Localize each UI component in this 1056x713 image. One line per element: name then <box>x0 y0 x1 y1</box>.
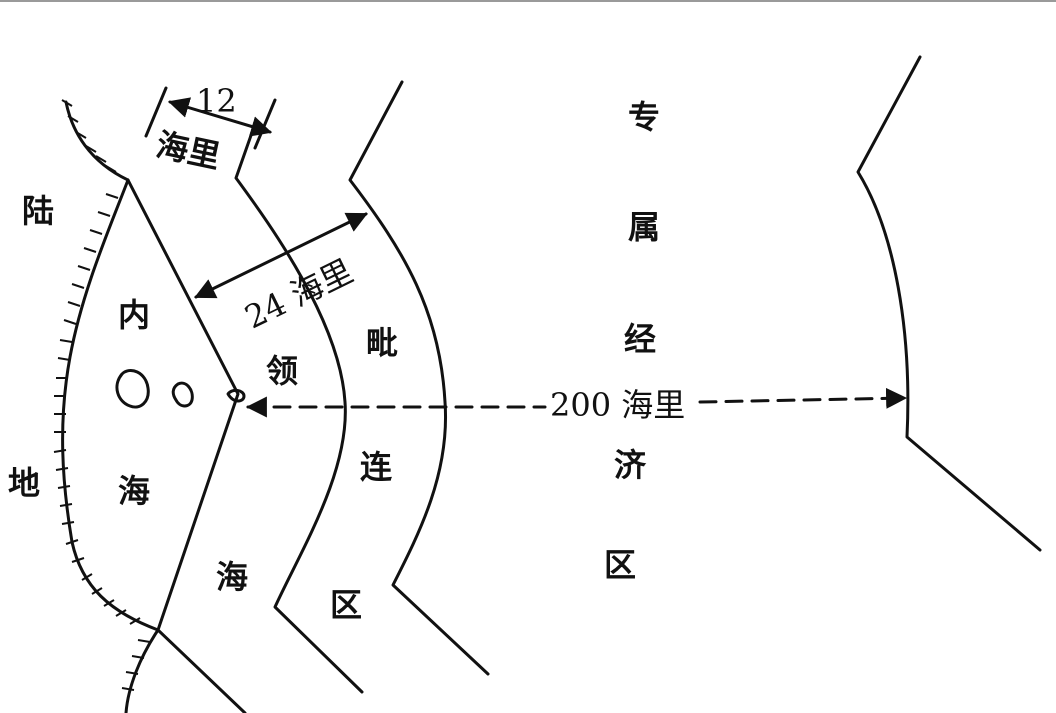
contiguous-zone-label-1: 毗 <box>366 324 398 362</box>
eez-label-5: 区 <box>604 546 636 584</box>
eez-label-1: 专 <box>628 98 660 136</box>
territorial-sea-label-1: 领 <box>266 352 298 390</box>
eez-label-3: 经 <box>624 320 656 358</box>
measure-200-label: 200 海里 <box>550 386 685 424</box>
arrow-200 <box>248 398 905 407</box>
tick-12-left <box>144 86 168 138</box>
territorial-sea-label-2: 海 <box>216 558 248 596</box>
eez-label-2: 属 <box>628 208 660 246</box>
internal-waters-label-1: 内 <box>118 296 150 334</box>
internal-waters-label-2: 海 <box>118 472 150 510</box>
contiguous-zone-limit <box>348 80 490 676</box>
land-label-1: 陆 <box>22 192 54 230</box>
measure-12-unit: 海里 <box>153 125 224 175</box>
island-1 <box>115 369 150 409</box>
land-label-2: 地 <box>8 464 40 502</box>
coast-hatching <box>53 99 151 691</box>
arrow-12 <box>167 97 273 137</box>
eez-label-4: 济 <box>614 446 647 484</box>
measure-24-label: 24 海里 <box>239 252 359 337</box>
eez-limit <box>856 55 1042 552</box>
contiguous-zone-label-2: 连 <box>360 448 392 486</box>
contiguous-zone-label-3: 区 <box>330 586 362 624</box>
measure-12-number: 12 <box>196 82 237 120</box>
island-2 <box>171 381 194 408</box>
baseline <box>126 178 247 713</box>
tick-12-right <box>253 98 277 150</box>
arrow-24 <box>194 212 368 299</box>
